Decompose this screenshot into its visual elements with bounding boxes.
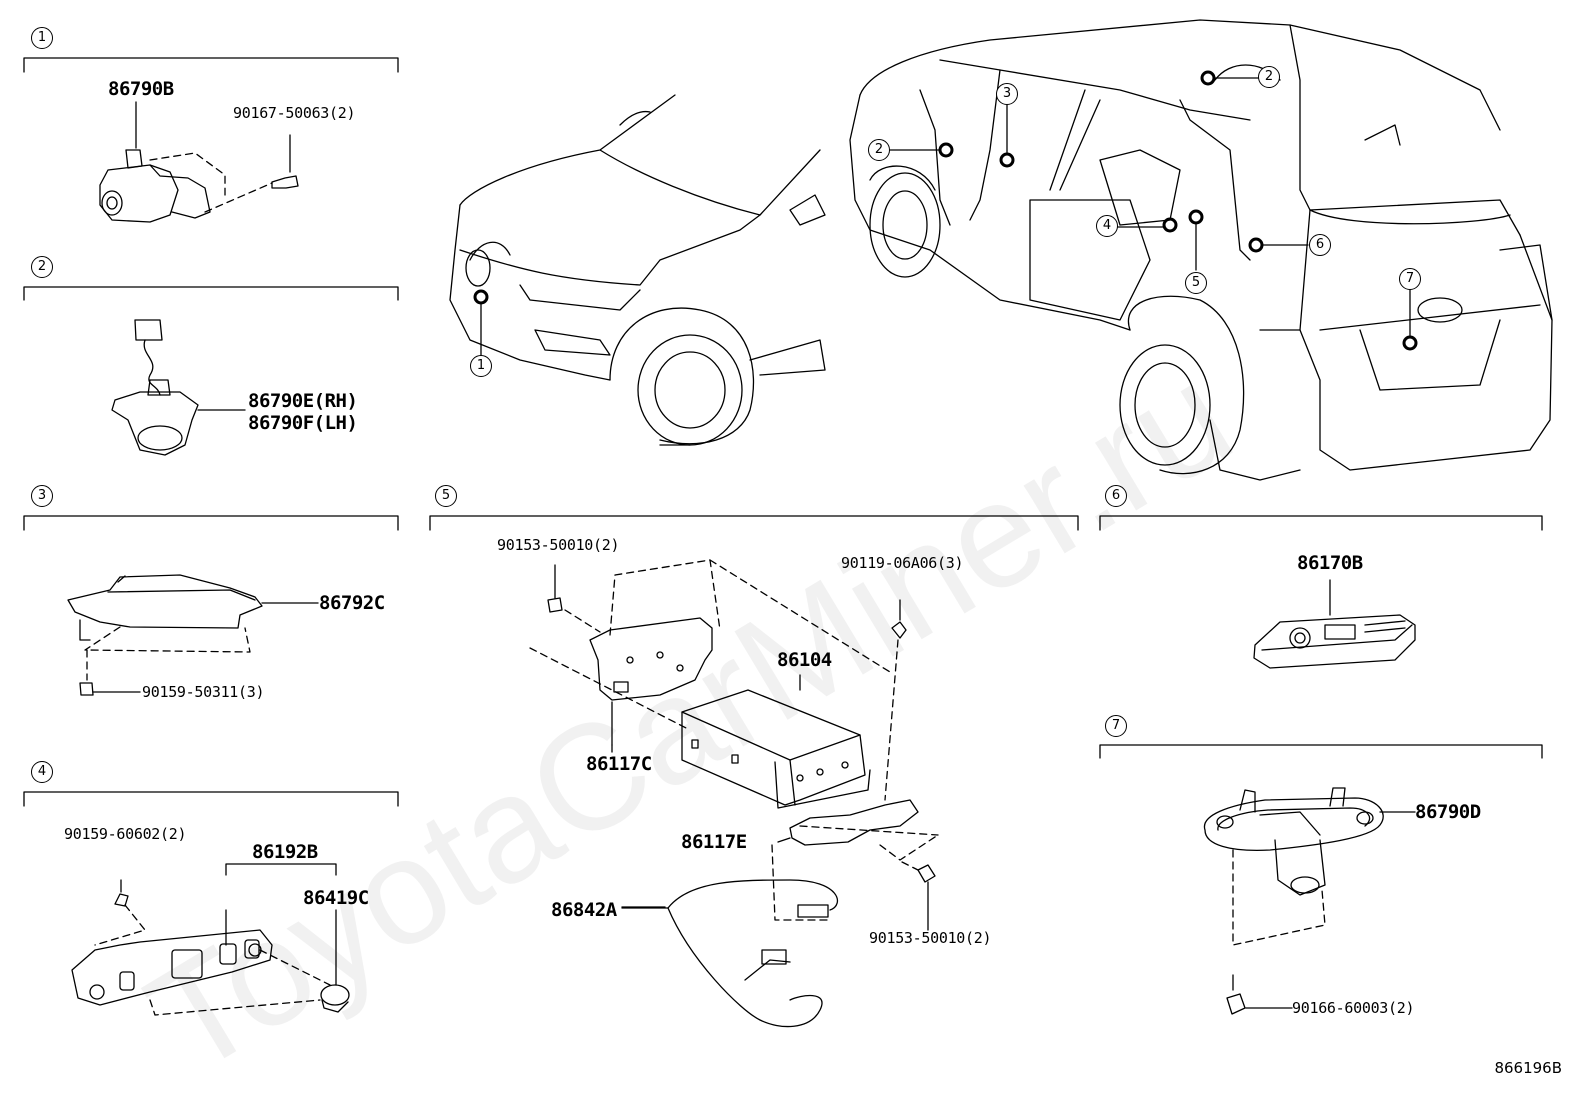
section-number-4: 4 — [31, 761, 53, 783]
vehicle-callout-4: 4 — [1096, 215, 1118, 237]
part-86419c: 86419C — [303, 887, 369, 909]
vehicle-callout-7: 7 — [1399, 268, 1421, 290]
remote-86170b-drawing — [1253, 579, 1416, 669]
part-86790b: 86790B — [108, 78, 174, 100]
part-86104: 86104 — [777, 649, 832, 671]
vehicle-callout-6: 6 — [1309, 234, 1331, 256]
ecu-assembly-drawing — [529, 559, 939, 1028]
part-90153-50010-bottom: 90153-50010(2) — [869, 929, 992, 947]
camera-86790d-drawing — [1203, 787, 1416, 1015]
vehicle-callout-3: 3 — [996, 83, 1018, 105]
section-brackets — [23, 57, 1543, 807]
part-90166-60003: 90166-60003(2) — [1292, 999, 1415, 1017]
part-86842a: 86842A — [551, 899, 617, 921]
side-camera-drawing — [111, 319, 246, 456]
section-number-5: 5 — [435, 485, 457, 507]
diagram-code: 866196B — [1494, 1059, 1562, 1077]
part-86790f-lh: 86790F(LH) — [248, 412, 358, 434]
vehicle-callout-2-front: 2 — [868, 139, 890, 161]
part-90167-50063: 90167-50063(2) — [233, 104, 356, 122]
front-camera-drawing — [99, 101, 299, 223]
part-90119-06a06: 90119-06A06(3) — [841, 554, 964, 572]
section-number-2: 2 — [31, 256, 53, 278]
part-90153-50010-top: 90153-50010(2) — [497, 536, 620, 554]
callout-leaders — [473, 70, 1418, 356]
vehicle-callout-5: 5 — [1185, 272, 1207, 294]
module-86792c-drawing — [67, 574, 319, 696]
part-86792c: 86792C — [319, 592, 385, 614]
part-90159-60602: 90159-60602(2) — [64, 825, 187, 843]
section-number-1: 1 — [31, 27, 53, 49]
part-86790d: 86790D — [1415, 801, 1481, 823]
part-86790e-rh: 86790E(RH) — [248, 390, 358, 412]
vehicle-callout-2-rear: 2 — [1258, 66, 1280, 88]
vehicle-callout-1: 1 — [470, 355, 492, 377]
part-86170b: 86170B — [1297, 552, 1363, 574]
switch-86192b-drawing — [71, 863, 350, 1016]
section-number-6: 6 — [1105, 485, 1127, 507]
part-90159-50311: 90159-50311(3) — [142, 683, 265, 701]
front-vehicle-drawing — [449, 94, 826, 446]
section-number-3: 3 — [31, 485, 53, 507]
section-number-7: 7 — [1105, 715, 1127, 737]
part-86117c: 86117C — [586, 753, 652, 775]
part-86117e: 86117E — [681, 831, 747, 853]
rear-vehicle-drawing — [849, 19, 1553, 481]
part-86192b: 86192B — [252, 841, 318, 863]
label-leaders — [611, 744, 666, 908]
